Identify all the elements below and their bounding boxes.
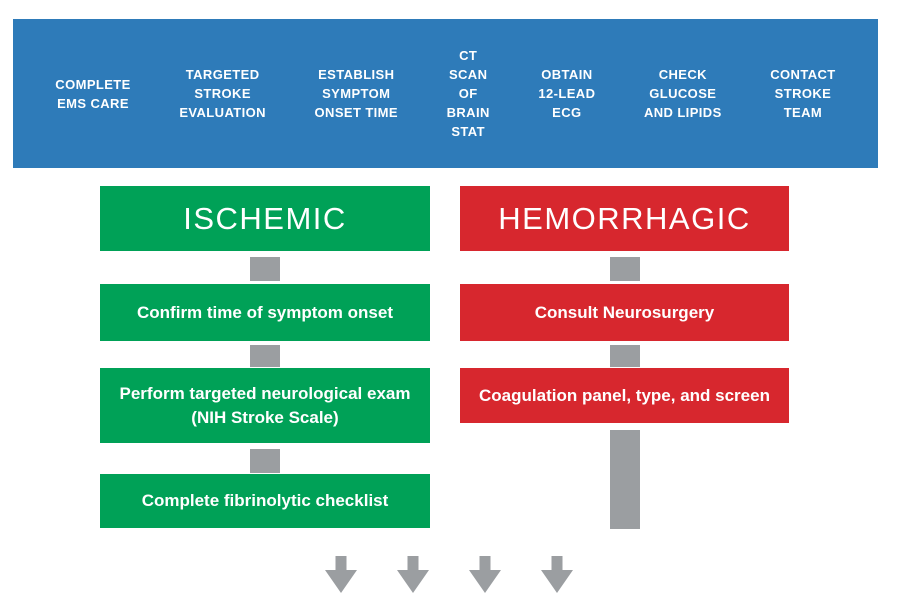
ischemic-connector-3 [250, 449, 280, 473]
ischemic-connector-1 [250, 257, 280, 281]
banner-item-check-glucose-and-lipids: CHECK GLUCOSE AND LIPIDS [643, 67, 722, 120]
down-arrow-icon [469, 556, 501, 593]
ischemic-connector-2 [250, 345, 280, 367]
hemorrhagic-title-box: HEMORRHAGIC [460, 186, 789, 251]
hemorrhagic-connector-tall [610, 430, 640, 529]
ischemic-title-box: ISCHEMIC [100, 186, 430, 251]
banner-item-obtain-12-lead-ecg: OBTAIN 12-LEAD ECG [538, 67, 596, 120]
hemorrhagic-step-coagulation-panel: Coagulation panel, type, and screen [460, 368, 789, 423]
banner-item-targeted-stroke-evaluation: TARGETED STROKE EVALUATION [179, 67, 266, 120]
banner-item-establish-symptom-onset-time: ESTABLISH SYMPTOM ONSET TIME [314, 67, 398, 120]
hemorrhagic-connector-1 [610, 257, 640, 281]
banner-item-ct-scan-of-brain-stat: CT SCAN OF BRAIN STAT [446, 48, 490, 139]
down-arrow-icon [397, 556, 429, 593]
ems-care-banner: COMPLETE EMS CARE TARGETED STROKE EVALUA… [13, 19, 878, 168]
ischemic-step-confirm-onset: Confirm time of symptom onset [100, 284, 430, 341]
hemorrhagic-connector-2 [610, 345, 640, 367]
banner-item-complete-ems-care: COMPLETE EMS CARE [55, 76, 131, 111]
banner-item-contact-stroke-team: CONTACT STROKE TEAM [770, 67, 836, 120]
down-arrow-icon [325, 556, 357, 593]
hemorrhagic-step-consult-neurosurgery: Consult Neurosurgery [460, 284, 789, 341]
ischemic-step-neurological-exam: Perform targeted neurological exam (NIH … [100, 368, 430, 443]
ischemic-step-fibrinolytic-checklist: Complete fibrinolytic checklist [100, 474, 430, 528]
down-arrow-icon [541, 556, 573, 593]
